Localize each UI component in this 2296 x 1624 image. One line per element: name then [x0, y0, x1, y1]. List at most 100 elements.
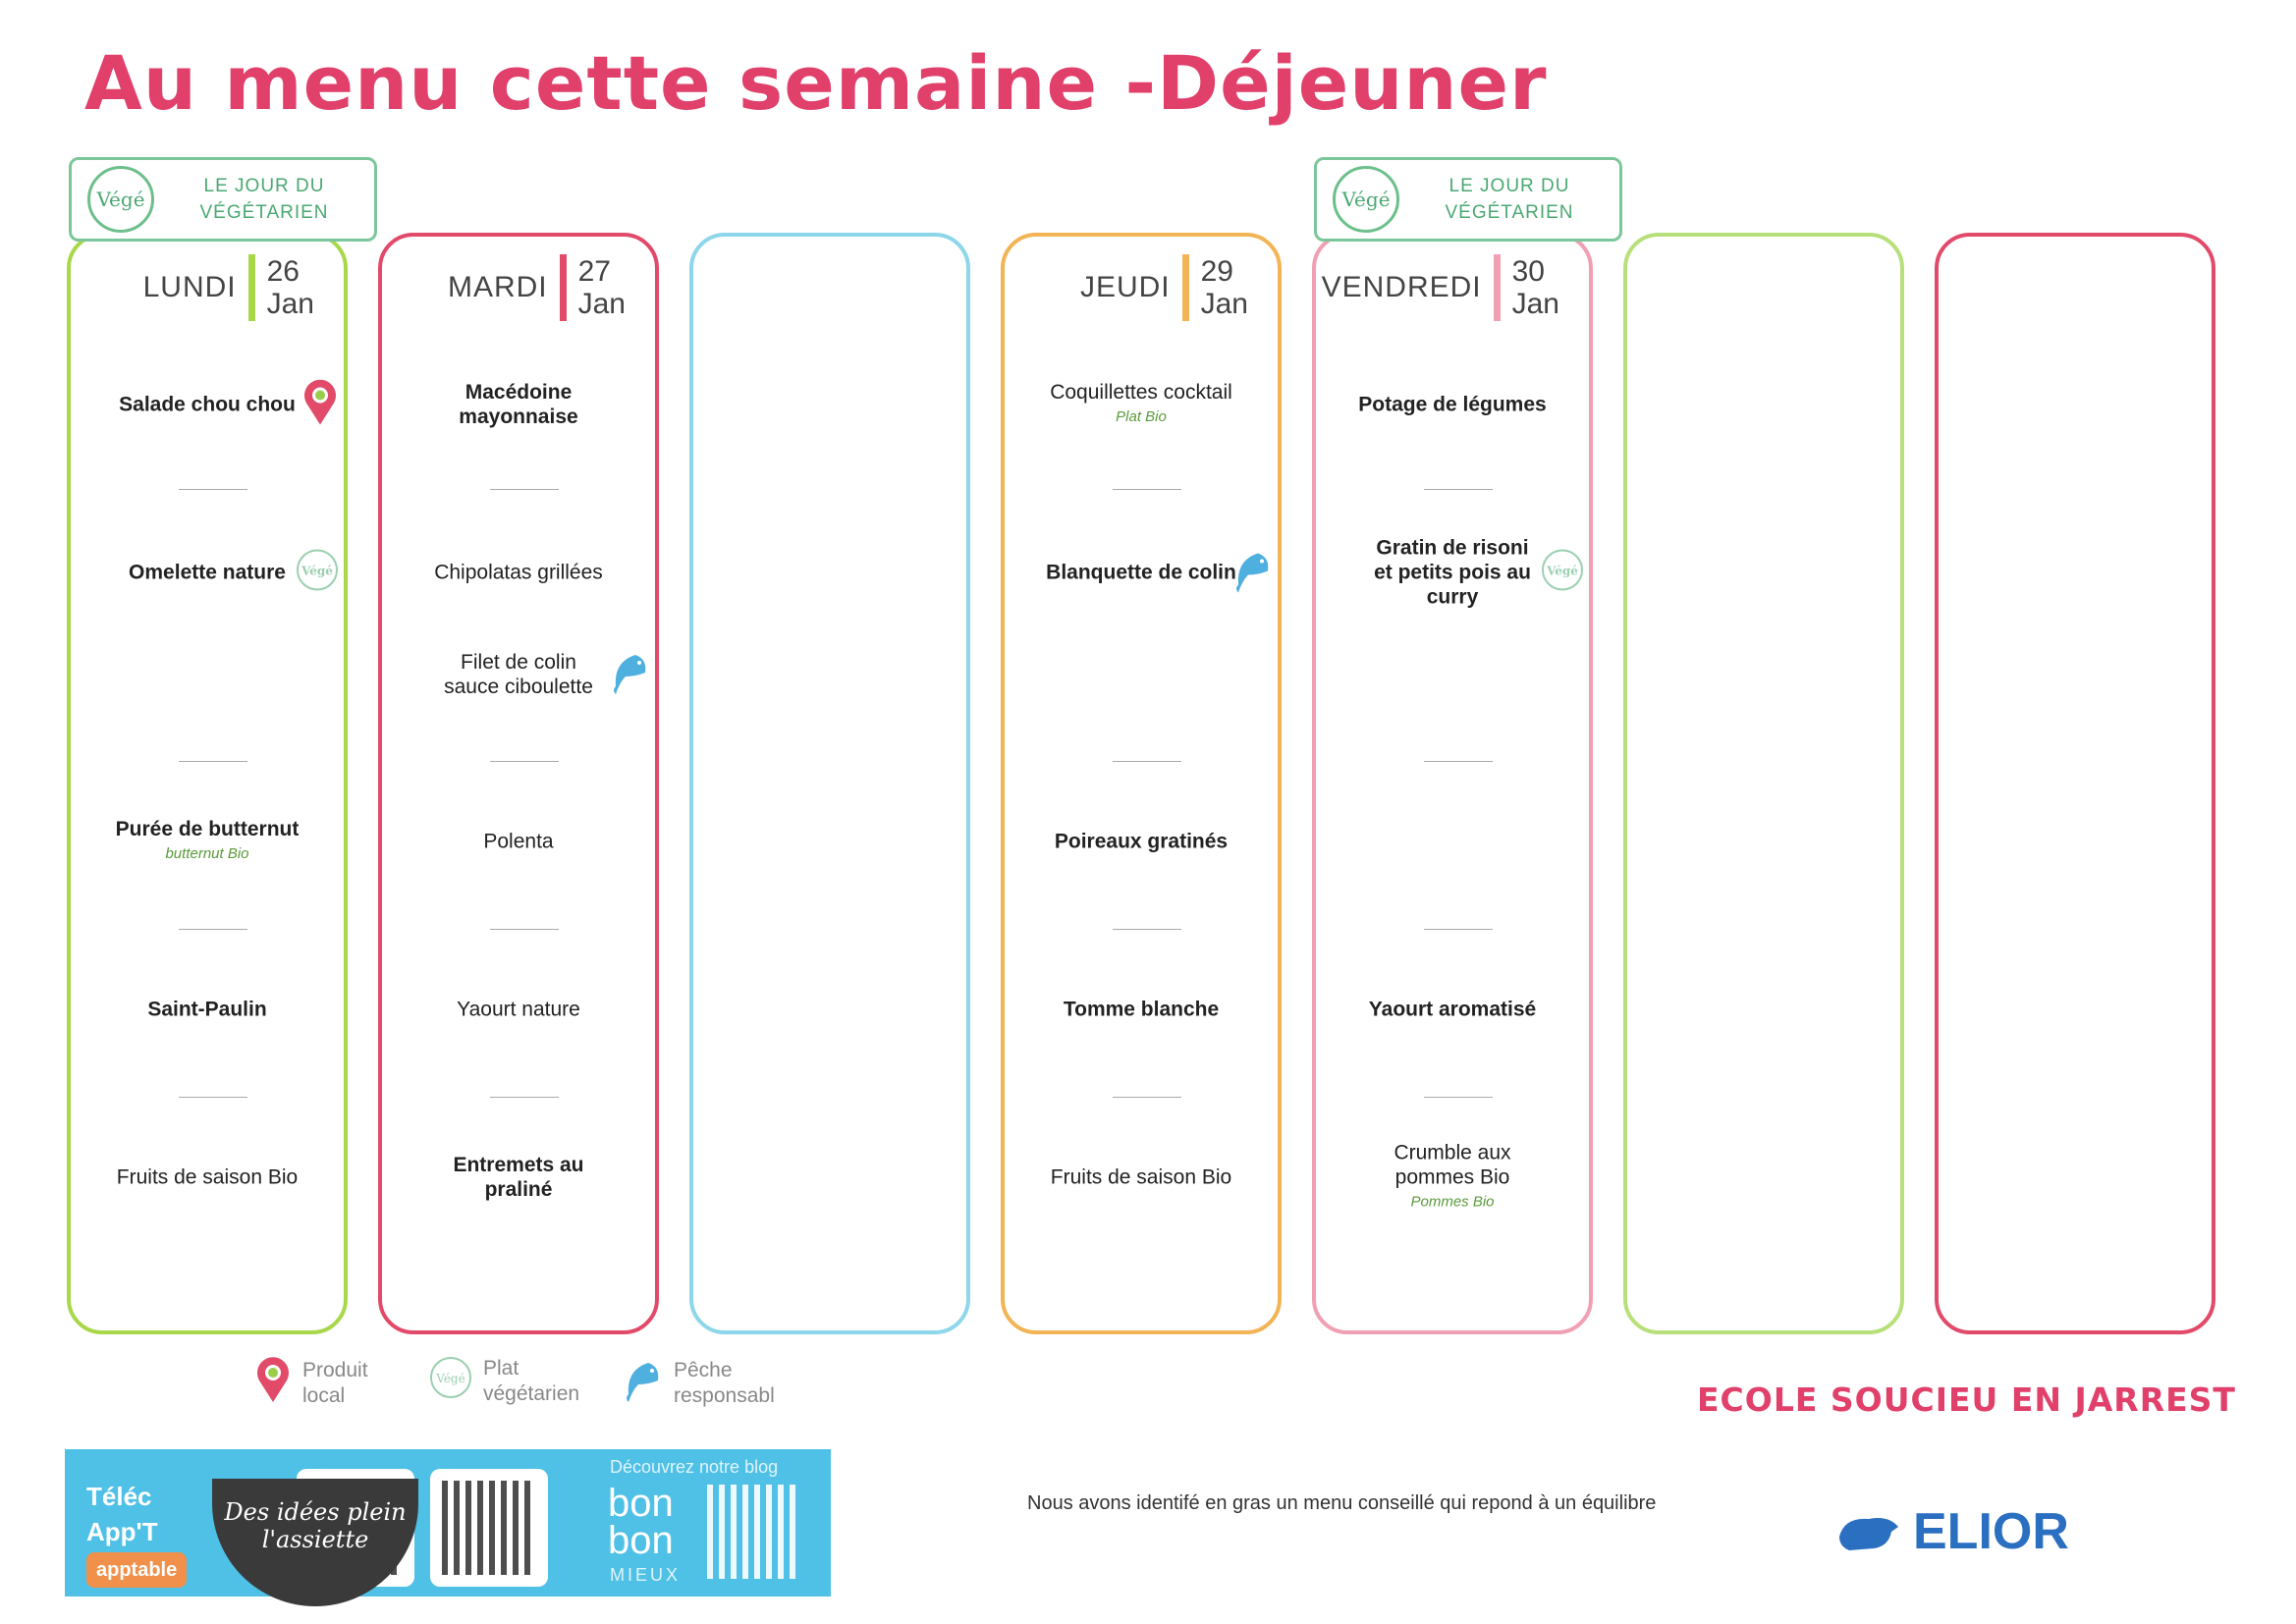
menu-item: Yaourt nature	[382, 998, 655, 1022]
legend-line1: Pêche	[674, 1358, 733, 1381]
day-name: LUNDI	[142, 271, 237, 303]
banner-app: App'T	[86, 1517, 158, 1546]
menu-item: Chipolatas grillées	[382, 561, 655, 585]
menu-item: Fruits de saison Bio	[1005, 1165, 1278, 1190]
course-separator	[1113, 929, 1181, 930]
dish-name: Entremets au praliné	[453, 1154, 584, 1201]
dish-name: Fruits de saison Bio	[1050, 1165, 1232, 1189]
menu-item: Polenta	[382, 830, 655, 854]
dish-name: Chipolatas grillées	[434, 561, 603, 584]
veg-line1: LE JOUR DU	[203, 176, 325, 196]
course-separator	[1424, 929, 1493, 930]
legend-line2: végétarien	[483, 1381, 580, 1405]
course-separator	[1424, 489, 1493, 490]
dish-name: Purée de butternut	[115, 818, 300, 840]
day-column-empty	[689, 233, 970, 1334]
course-separator	[1113, 761, 1181, 762]
dish-name: Gratin de risoni et petits pois au curry	[1374, 536, 1531, 609]
day-number: 30	[1511, 255, 1545, 288]
bull-icon	[1839, 1518, 1898, 1550]
svg-text:Végé: Végé	[435, 1372, 465, 1385]
course-separator	[490, 929, 559, 930]
day-divider	[1493, 254, 1501, 321]
page-title: Au menu cette semaine -Déjeuner	[84, 39, 1548, 127]
menu-item: Salade chou chou	[71, 379, 344, 424]
veg-line2: VÉGÉTARIEN	[1445, 202, 1574, 223]
dish-note: butternut Bio	[165, 845, 249, 862]
menu-item: Omelette nature Végé	[71, 549, 344, 590]
vege-badge-icon: Végé	[1333, 166, 1399, 233]
app-banner: Téléc App'T apptable Des idées plein l'a…	[65, 1449, 831, 1606]
day-month: Jan	[1200, 288, 1248, 320]
vegetarian-icon: Végé	[1540, 547, 1585, 598]
course-separator	[1113, 489, 1181, 490]
legend-line2: local	[302, 1383, 346, 1407]
day-name: VENDREDI	[1321, 271, 1482, 303]
qr-code-playstore[interactable]	[430, 1469, 548, 1587]
day-divider	[1181, 254, 1189, 321]
bowl-logo: Des idées plein l'assiette	[212, 1479, 418, 1606]
course-separator	[179, 489, 247, 490]
menu-item: Filet de colin sauce ciboulette	[382, 650, 655, 699]
legend-line2: responsabl	[674, 1383, 775, 1407]
dish-name: Salade chou chou	[119, 393, 296, 416]
bonbon-logo: bon bon	[608, 1482, 674, 1562]
local-legend-icon	[253, 1355, 293, 1411]
course-separator	[1424, 761, 1493, 762]
qr-code-blog[interactable]	[707, 1485, 801, 1579]
banner-tele: Téléc	[86, 1482, 152, 1511]
day-month: Jan	[577, 288, 626, 320]
menu-item: Fruits de saison Bio	[71, 1165, 344, 1190]
blog-label: Découvrez notre blog	[610, 1457, 779, 1477]
legend-line1: Plat	[483, 1356, 519, 1380]
dish-name: Blanquette de colin	[1046, 561, 1236, 584]
day-month: Jan	[266, 288, 314, 320]
svg-text:Végé: Végé	[301, 564, 333, 577]
day-number: 27	[577, 255, 611, 288]
apptable-button[interactable]: apptable	[86, 1552, 188, 1588]
menu-item: Purée de butternut butternut Bio	[71, 817, 344, 866]
dish-name: Omelette nature	[129, 561, 286, 584]
dish-name: Tomme blanche	[1063, 998, 1220, 1021]
veg-line1: LE JOUR DU	[1449, 176, 1570, 196]
dish-name: Yaourt nature	[457, 998, 580, 1021]
course-separator	[490, 1097, 559, 1098]
dish-note: Plat Bio	[1116, 408, 1167, 425]
responsible-fishing-icon	[606, 647, 651, 702]
dish-name: Saint-Paulin	[147, 998, 267, 1021]
dish-name: Coquillettes cocktail	[1050, 381, 1232, 404]
dish-name: Fruits de saison Bio	[116, 1165, 299, 1189]
fish-legend-icon	[619, 1355, 664, 1411]
menu-item: Blanquette de colin	[1005, 553, 1278, 592]
dish-name: Yaourt aromatisé	[1368, 998, 1537, 1021]
brand-name: ELIOR	[1913, 1503, 2069, 1560]
course-separator	[490, 761, 559, 762]
menu-item: Tomme blanche	[1005, 998, 1278, 1022]
local-product-icon	[301, 377, 340, 432]
dish-name: Potage de légumes	[1358, 393, 1547, 416]
menu-item: Potage de légumes	[1316, 393, 1589, 417]
day-divider	[247, 254, 255, 321]
day-name: JEUDI	[1079, 271, 1171, 303]
day-column-empty	[1623, 233, 1904, 1334]
course-separator	[179, 761, 247, 762]
elior-logo: ELIOR	[1834, 1502, 2069, 1561]
footer-note: Nous avons identifé en gras un menu cons…	[1027, 1492, 1657, 1514]
vegetarian-day-banner: Végé LE JOUR DU VÉGÉTARIEN	[1314, 157, 1622, 242]
day-divider	[559, 254, 567, 321]
menu-item: Macédoine mayonnaise	[382, 380, 655, 429]
course-separator	[179, 1097, 247, 1098]
menu-item: Gratin de risoni et petits pois au curry…	[1316, 536, 1589, 610]
school-name: ECOLE SOUCIEU EN JARREST	[1697, 1380, 2236, 1419]
day-number: 29	[1200, 255, 1233, 288]
